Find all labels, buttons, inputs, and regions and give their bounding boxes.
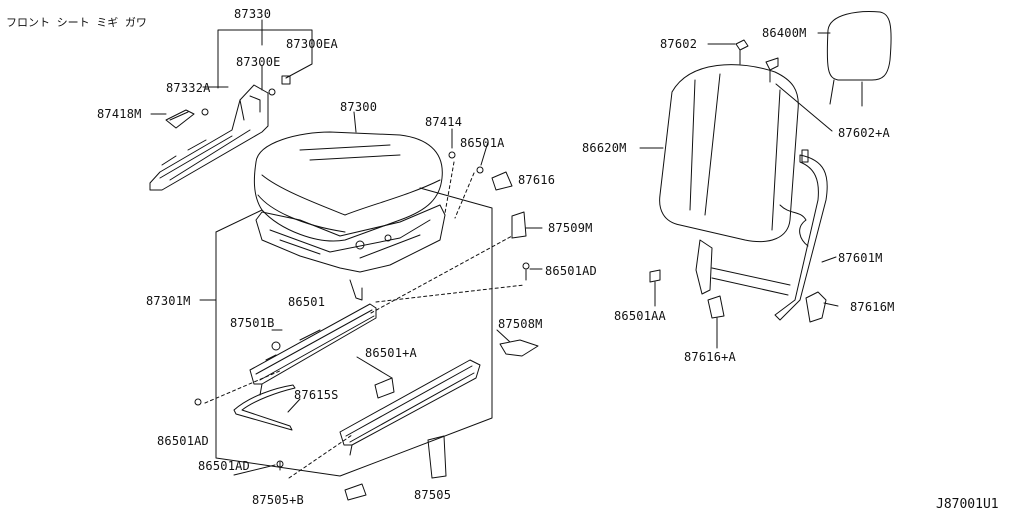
part-label-87616-plus-a: 87616+A: [684, 350, 736, 364]
guide-87602-plus-a: [765, 57, 779, 83]
bolt-86501AA: [649, 269, 661, 283]
part-label-87330: 87330: [234, 7, 272, 21]
wire-87615S: [233, 384, 296, 431]
back-frame-87601M: [695, 149, 828, 321]
part-label-87505-plus-b: 87505+B: [252, 493, 304, 507]
seat-cushion-87300: [253, 131, 443, 242]
part-label-86620M: 86620M: [582, 141, 627, 155]
cap-87300EA: [281, 75, 291, 85]
part-label-87300E: 87300E: [236, 55, 281, 69]
part-label-87332A: 87332A: [166, 81, 211, 95]
bolt-86501AD-right: [522, 262, 530, 270]
part-label-86501AD-right: 86501AD: [545, 264, 597, 278]
diagram-title: フロント シート ミギ ガワ: [6, 16, 147, 29]
bolt-86501AD-left: [194, 398, 202, 406]
part-label-86400M: 86400M: [762, 26, 807, 40]
bolt-87414: [448, 151, 456, 159]
bracket-87509M: [511, 211, 527, 239]
screw-87332A: [201, 108, 209, 116]
part-label-87508M: 87508M: [498, 317, 543, 331]
bolt-86501AD-bottom: [276, 460, 284, 468]
part-label-87602: 87602: [660, 37, 698, 51]
part-label-86501AD-left: 86501AD: [157, 434, 209, 448]
part-label-87300: 87300: [340, 100, 378, 114]
cover-87616M: [805, 291, 827, 323]
part-label-87414: 87414: [425, 115, 463, 129]
clip-87300E: [268, 88, 276, 96]
part-label-86501-plus-a: 86501+A: [365, 346, 417, 360]
cover-87616: [491, 171, 513, 191]
cover-87505: [427, 435, 447, 479]
part-label-87616M: 87616M: [850, 300, 895, 314]
seat-back-86620M: [659, 64, 799, 243]
cover-87616-plus-a: [707, 295, 725, 319]
slide-rail-86501-plus-a: [339, 359, 481, 456]
guide-87602: [735, 39, 749, 65]
part-label-87300EA: 87300EA: [286, 37, 338, 51]
part-label-87505: 87505: [414, 488, 452, 502]
part-label-86501A: 86501A: [460, 136, 505, 150]
side-cover-87330: [149, 84, 269, 191]
part-label-87601M: 87601M: [838, 251, 883, 265]
part-label-87501B: 87501B: [230, 316, 275, 330]
cover-87508M: [499, 339, 539, 357]
seat-frame: [255, 204, 446, 301]
bolt-86501A: [476, 166, 484, 174]
diagram-code: J87001U1: [936, 497, 999, 512]
part-label-87301M: 87301M: [146, 294, 191, 308]
part-label-87509M: 87509M: [548, 221, 593, 235]
cover-87505-plus-b: [344, 483, 367, 501]
part-label-86501: 86501: [288, 295, 326, 309]
part-label-86501AA: 86501AA: [614, 309, 666, 323]
slide-rail-86501: [249, 303, 377, 396]
slide-handle-87418M: [165, 109, 195, 129]
part-label-86501AD-bottom: 86501AD: [198, 459, 250, 473]
part-label-87418M: 87418M: [97, 107, 142, 121]
headrest-86400M: [826, 11, 892, 107]
part-label-87616: 87616: [518, 173, 556, 187]
part-label-87602-plus-a: 87602+A: [838, 126, 890, 140]
leader-lines: [150, 19, 839, 479]
part-label-87615S: 87615S: [294, 388, 339, 402]
